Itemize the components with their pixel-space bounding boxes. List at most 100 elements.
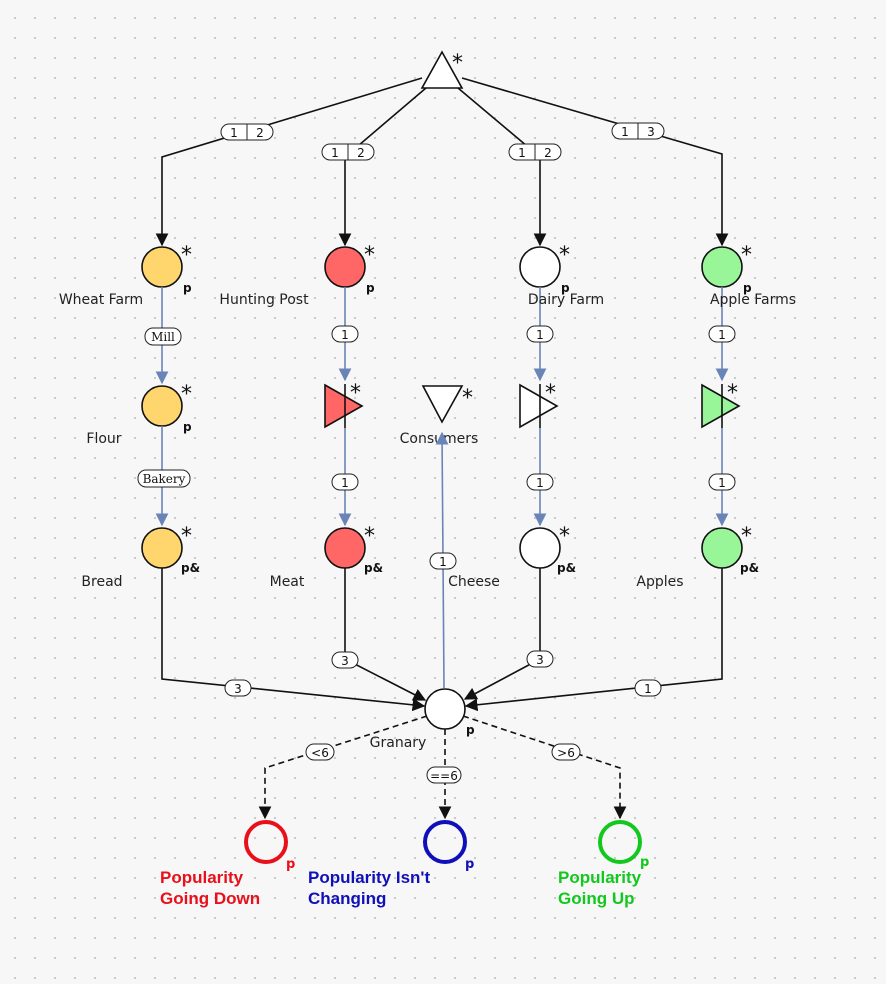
state-down-label-line2: Going Down xyxy=(160,889,260,908)
state-popularity-same[interactable] xyxy=(423,820,467,864)
svg-text:Bakery: Bakery xyxy=(143,472,186,486)
flow-chip-cheese-granary[interactable]: 3 xyxy=(526,650,554,668)
flour-node[interactable] xyxy=(141,385,183,427)
converter-tag-bakery[interactable]: Bakery xyxy=(137,469,191,488)
state-up-mark: p xyxy=(640,855,649,870)
flour-label: Flour xyxy=(86,431,121,447)
condition-chip-same[interactable]: ==6 xyxy=(426,766,462,784)
ratio-chip-wheat[interactable]: 1 2 xyxy=(220,123,274,141)
apples-label: Apples xyxy=(636,574,683,590)
ratio-left: 1 xyxy=(331,146,339,160)
svg-text:==6: ==6 xyxy=(430,769,458,783)
edge-bread-granary[interactable] xyxy=(161,568,426,712)
bread-node[interactable] xyxy=(141,527,183,569)
cheese-star: * xyxy=(559,524,570,549)
edge-source-hunting[interactable] xyxy=(338,87,427,247)
svg-text:1: 1 xyxy=(341,476,349,490)
state-down-mark: p xyxy=(286,857,295,872)
edge-source-dairy[interactable] xyxy=(457,87,547,247)
svg-text:1: 1 xyxy=(536,328,544,342)
converter-tag-mill[interactable]: Mill xyxy=(144,327,182,346)
svg-text:Mill: Mill xyxy=(151,330,175,344)
granary-label: Granary xyxy=(370,735,427,751)
dairy-farm-mark: p xyxy=(561,281,570,295)
svg-text:1: 1 xyxy=(644,682,652,696)
ratio-left: 1 xyxy=(230,126,238,140)
ratio-left: 1 xyxy=(518,146,526,160)
flour-star: * xyxy=(181,382,192,407)
granary-mark: p xyxy=(466,723,475,737)
svg-text:1: 1 xyxy=(341,328,349,342)
apple-converter[interactable] xyxy=(701,383,741,429)
ratio-chip-hunting[interactable]: 1 2 xyxy=(321,143,375,161)
state-popularity-down[interactable] xyxy=(244,820,288,864)
state-edge-up[interactable] xyxy=(462,715,627,820)
apple-farms-mark: p xyxy=(743,281,752,295)
svg-text:1: 1 xyxy=(718,476,726,490)
dairy-farm-label: Dairy Farm xyxy=(528,292,604,308)
svg-text:3: 3 xyxy=(341,654,349,668)
state-same-label-line2: Changing xyxy=(308,889,386,908)
meat-star: * xyxy=(364,524,375,549)
flow-chip-apple-1[interactable]: 1 xyxy=(708,325,736,343)
svg-text:1: 1 xyxy=(439,555,447,569)
edge-source-wheat[interactable] xyxy=(155,77,423,247)
flow-chip-bread-granary[interactable]: 3 xyxy=(224,679,252,697)
ratio-chip-apple[interactable]: 1 3 xyxy=(611,122,665,140)
source-star: * xyxy=(452,51,463,76)
edge-meat-granary[interactable] xyxy=(344,568,427,701)
meat-label: Meat xyxy=(270,574,305,590)
cheese-mark: p& xyxy=(557,561,576,575)
bread-star: * xyxy=(181,524,192,549)
granary-node[interactable] xyxy=(424,688,466,730)
state-up-label-line1: Popularity xyxy=(558,868,642,887)
apples-node[interactable] xyxy=(701,527,743,569)
flow-chip-hunting-1[interactable]: 1 xyxy=(331,325,359,343)
state-same-label-line1: Popularity Isn't xyxy=(308,868,430,887)
hunting-converter-star: * xyxy=(350,381,361,406)
consumers-label: Consumers xyxy=(400,431,479,447)
edge-source-apple[interactable] xyxy=(461,77,729,247)
consumers-drain[interactable] xyxy=(421,385,464,424)
flow-chip-apples-granary[interactable]: 1 xyxy=(634,679,662,697)
consumers-star: * xyxy=(462,386,473,411)
ratio-right: 2 xyxy=(357,146,365,160)
source-triangle[interactable] xyxy=(420,50,464,89)
wheat-farm-node[interactable] xyxy=(141,246,183,288)
hunting-post-star: * xyxy=(364,243,375,268)
ratio-chip-dairy[interactable]: 1 2 xyxy=(508,143,562,161)
condition-chip-up[interactable]: >6 xyxy=(551,743,581,761)
hunting-converter[interactable] xyxy=(324,383,364,429)
flow-chip-dairy-1[interactable]: 1 xyxy=(526,325,554,343)
apple-farms-node[interactable] xyxy=(701,246,743,288)
edge-apples-granary[interactable] xyxy=(464,568,723,712)
state-popularity-up[interactable] xyxy=(598,820,642,864)
wheat-farm-star: * xyxy=(181,243,192,268)
ratio-right: 2 xyxy=(544,146,552,160)
state-edge-down[interactable] xyxy=(258,715,428,820)
hunting-post-mark: p xyxy=(366,281,375,295)
svg-text:1: 1 xyxy=(718,328,726,342)
flow-chip-hunting-2[interactable]: 1 xyxy=(331,473,359,491)
dairy-farm-node[interactable] xyxy=(519,246,561,288)
hunting-post-node[interactable] xyxy=(324,246,366,288)
condition-chip-down[interactable]: <6 xyxy=(305,743,335,761)
state-same-mark: p xyxy=(465,857,474,872)
dairy-converter[interactable] xyxy=(519,383,559,429)
apple-converter-star: * xyxy=(727,381,738,406)
flow-chip-consumers[interactable]: 1 xyxy=(429,552,457,570)
flow-chip-dairy-2[interactable]: 1 xyxy=(526,473,554,491)
cheese-node[interactable] xyxy=(519,527,561,569)
meat-node[interactable] xyxy=(324,527,366,569)
svg-text:1: 1 xyxy=(536,476,544,490)
ratio-left: 1 xyxy=(621,125,629,139)
wheat-farm-mark: p xyxy=(183,281,192,295)
wheat-farm-label: Wheat Farm xyxy=(59,292,143,308)
svg-text:>6: >6 xyxy=(557,746,575,760)
hunting-post-label: Hunting Post xyxy=(219,292,309,308)
state-up-label-line2: Going Up xyxy=(558,889,634,908)
ratio-right: 2 xyxy=(256,126,264,140)
flow-chip-apple-2[interactable]: 1 xyxy=(708,473,736,491)
flow-chip-meat-granary[interactable]: 3 xyxy=(331,651,359,669)
